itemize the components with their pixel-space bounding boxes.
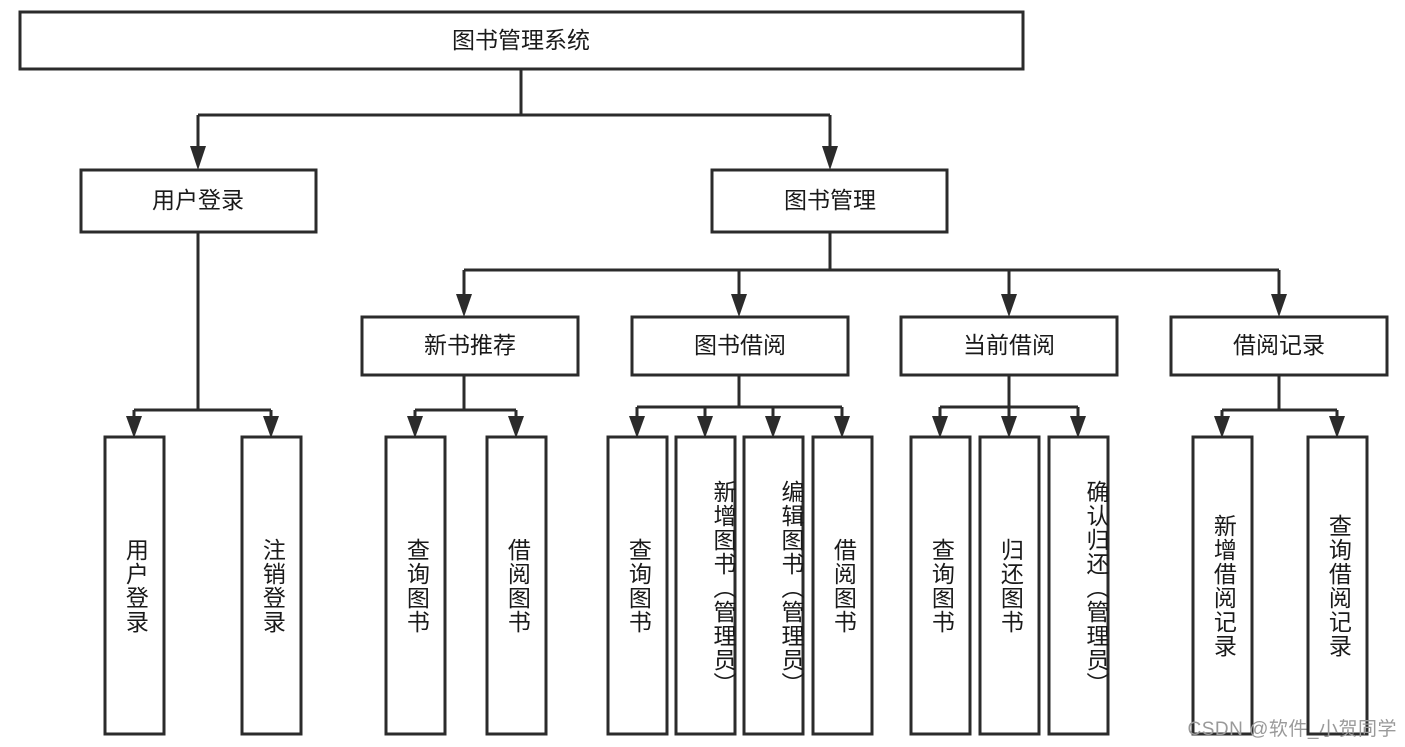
arrowhead-cb-query-book: [932, 416, 948, 438]
watermark-text: CSDN @软件_小贺同学: [1187, 719, 1397, 740]
arrowhead-cb-confirm-return: [1070, 416, 1086, 438]
leaf-box-bb-query-book[interactable]: [606, 435, 669, 736]
node-root-label: 图书管理系统: [452, 27, 590, 53]
node-current-borrow-label: 当前借阅: [963, 332, 1055, 358]
leaf-box-bb-edit-book[interactable]: [742, 435, 805, 736]
leaf-box-br-query-record[interactable]: [1306, 435, 1369, 736]
node-book-manage-label: 图书管理: [784, 187, 876, 213]
arrowhead-borrow-record: [1271, 294, 1287, 317]
arrowhead-cb-return-book: [1001, 416, 1017, 438]
arrowhead-bb-add-book: [697, 416, 713, 438]
connector-group-userlogin-to-leaves: [126, 233, 279, 438]
leaf-box-user-login[interactable]: [103, 435, 166, 736]
arrowhead-current-borrow: [1001, 294, 1017, 317]
node-user-login-label: 用户登录: [152, 187, 244, 213]
node-root-box[interactable]: [18, 10, 1025, 71]
node-new-book-box[interactable]: [360, 315, 580, 377]
connector-group-bookmanage-to-level3: [456, 233, 1287, 317]
leaf-box-nb-query-book[interactable]: [384, 435, 447, 736]
node-borrow-record-label: 借阅记录: [1233, 332, 1325, 358]
node-book-manage-box[interactable]: [710, 168, 949, 234]
node-borrow-record-box[interactable]: [1169, 315, 1389, 377]
arrowhead-book-borrow: [731, 294, 747, 317]
connector-group-newbook-to-leaves: [407, 376, 524, 438]
connector-group-currentborrow-to-leaves: [932, 376, 1086, 438]
leaf-box-cb-query-book[interactable]: [909, 435, 972, 736]
leaf-box-logout[interactable]: [240, 435, 303, 736]
arrowhead-br-query-record: [1329, 416, 1345, 438]
arrowhead-leaf-user-login: [126, 416, 142, 438]
node-book-borrow-box[interactable]: [630, 315, 850, 377]
arrowhead-bb-query-book: [629, 416, 645, 438]
arrowhead-leaf-logout: [263, 416, 279, 438]
arrowhead-user-login: [190, 146, 206, 170]
node-user-login-box[interactable]: [79, 168, 318, 234]
leaf-box-bb-borrow-book[interactable]: [811, 435, 874, 736]
leaf-box-bb-add-book[interactable]: [674, 435, 737, 736]
arrowhead-br-add-record: [1214, 416, 1230, 438]
arrowhead-bb-edit-book: [765, 416, 781, 438]
node-new-book-label: 新书推荐: [424, 332, 516, 358]
leaf-box-br-add-record[interactable]: [1191, 435, 1254, 736]
leaf-box-nb-borrow-book[interactable]: [485, 435, 548, 736]
arrowhead-nb-borrow-book: [508, 416, 524, 438]
connector-group-bookborrow-to-leaves: [629, 376, 850, 438]
arrowhead-bb-borrow-book: [834, 416, 850, 438]
arrowhead-new-book: [456, 294, 472, 317]
node-current-borrow-box[interactable]: [899, 315, 1119, 377]
arrowhead-book-manage: [822, 146, 838, 170]
connector-group-borrowrecord-to-leaves: [1214, 376, 1345, 438]
leaf-box-cb-confirm-return[interactable]: [1047, 435, 1110, 736]
connector-group-root-to-level2: [190, 70, 838, 170]
leaf-box-cb-return-book[interactable]: [978, 435, 1041, 736]
node-book-borrow-label: 图书借阅: [694, 332, 786, 358]
arrowhead-nb-query-book: [407, 416, 423, 438]
